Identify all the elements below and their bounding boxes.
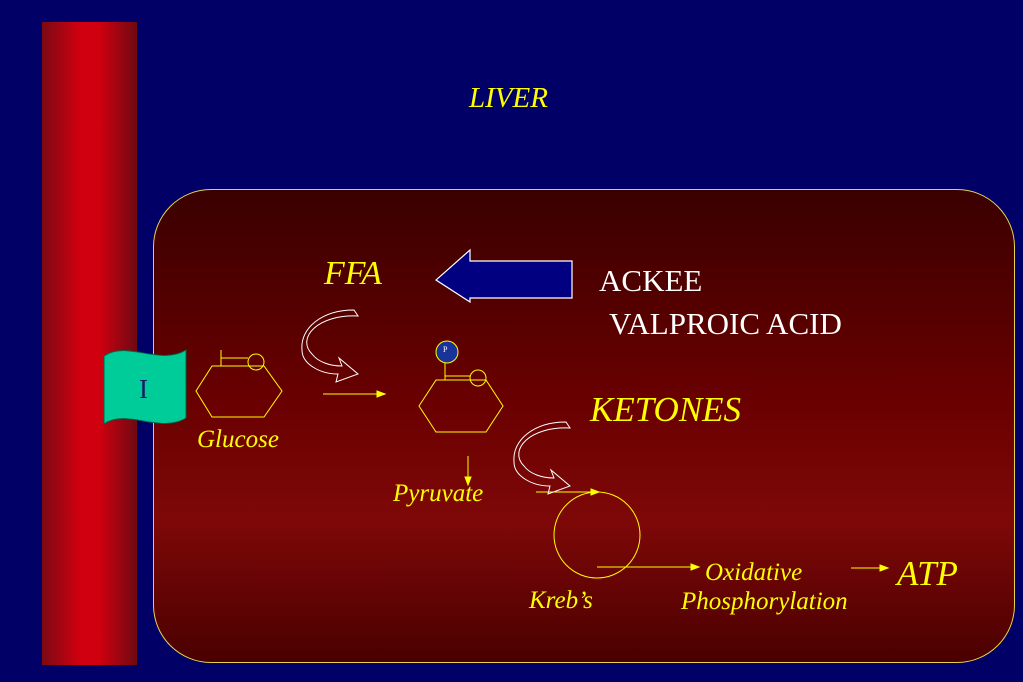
valproic-acid-label: VALPROIC ACID bbox=[609, 306, 842, 341]
insulin-receptor-shape bbox=[103, 349, 187, 425]
glucose-6-phosphate-molecule bbox=[418, 360, 504, 433]
pyruvate-label: Pyruvate bbox=[393, 480, 484, 507]
oxidative-to-atp-arrow bbox=[851, 564, 890, 572]
glucose-uptake-arrow bbox=[323, 390, 387, 398]
ffa-curved-arrow bbox=[301, 309, 359, 383]
ffa-label: FFA bbox=[324, 255, 382, 292]
ketones-label: KETONES bbox=[590, 390, 742, 429]
pyruvate-arrow bbox=[464, 456, 472, 487]
insulin-receptor-label: I bbox=[139, 374, 148, 404]
oxidative-label: Oxidative bbox=[705, 559, 803, 586]
krebs-to-oxidative-arrow bbox=[597, 563, 701, 571]
glucose-molecule bbox=[195, 350, 283, 418]
krebs-label: Kreb’s bbox=[529, 587, 593, 614]
atp-label: ATP bbox=[897, 554, 958, 593]
krebs-cycle-circle bbox=[553, 491, 641, 579]
ketones-curved-arrow bbox=[513, 421, 571, 495]
phosphorylation-label: Phosphorylation bbox=[681, 588, 848, 615]
blood-vessel bbox=[42, 22, 137, 665]
pyruvate-to-krebs-arrow bbox=[536, 488, 601, 496]
inhibition-arrow bbox=[435, 248, 573, 304]
glucose-label: Glucose bbox=[197, 426, 279, 453]
liver-cell bbox=[153, 189, 1015, 663]
ackee-label: ACKEE bbox=[599, 263, 703, 298]
phosphate-label: P bbox=[443, 345, 448, 354]
phosphate-circle bbox=[435, 340, 459, 364]
liver-title: LIVER bbox=[469, 82, 548, 114]
